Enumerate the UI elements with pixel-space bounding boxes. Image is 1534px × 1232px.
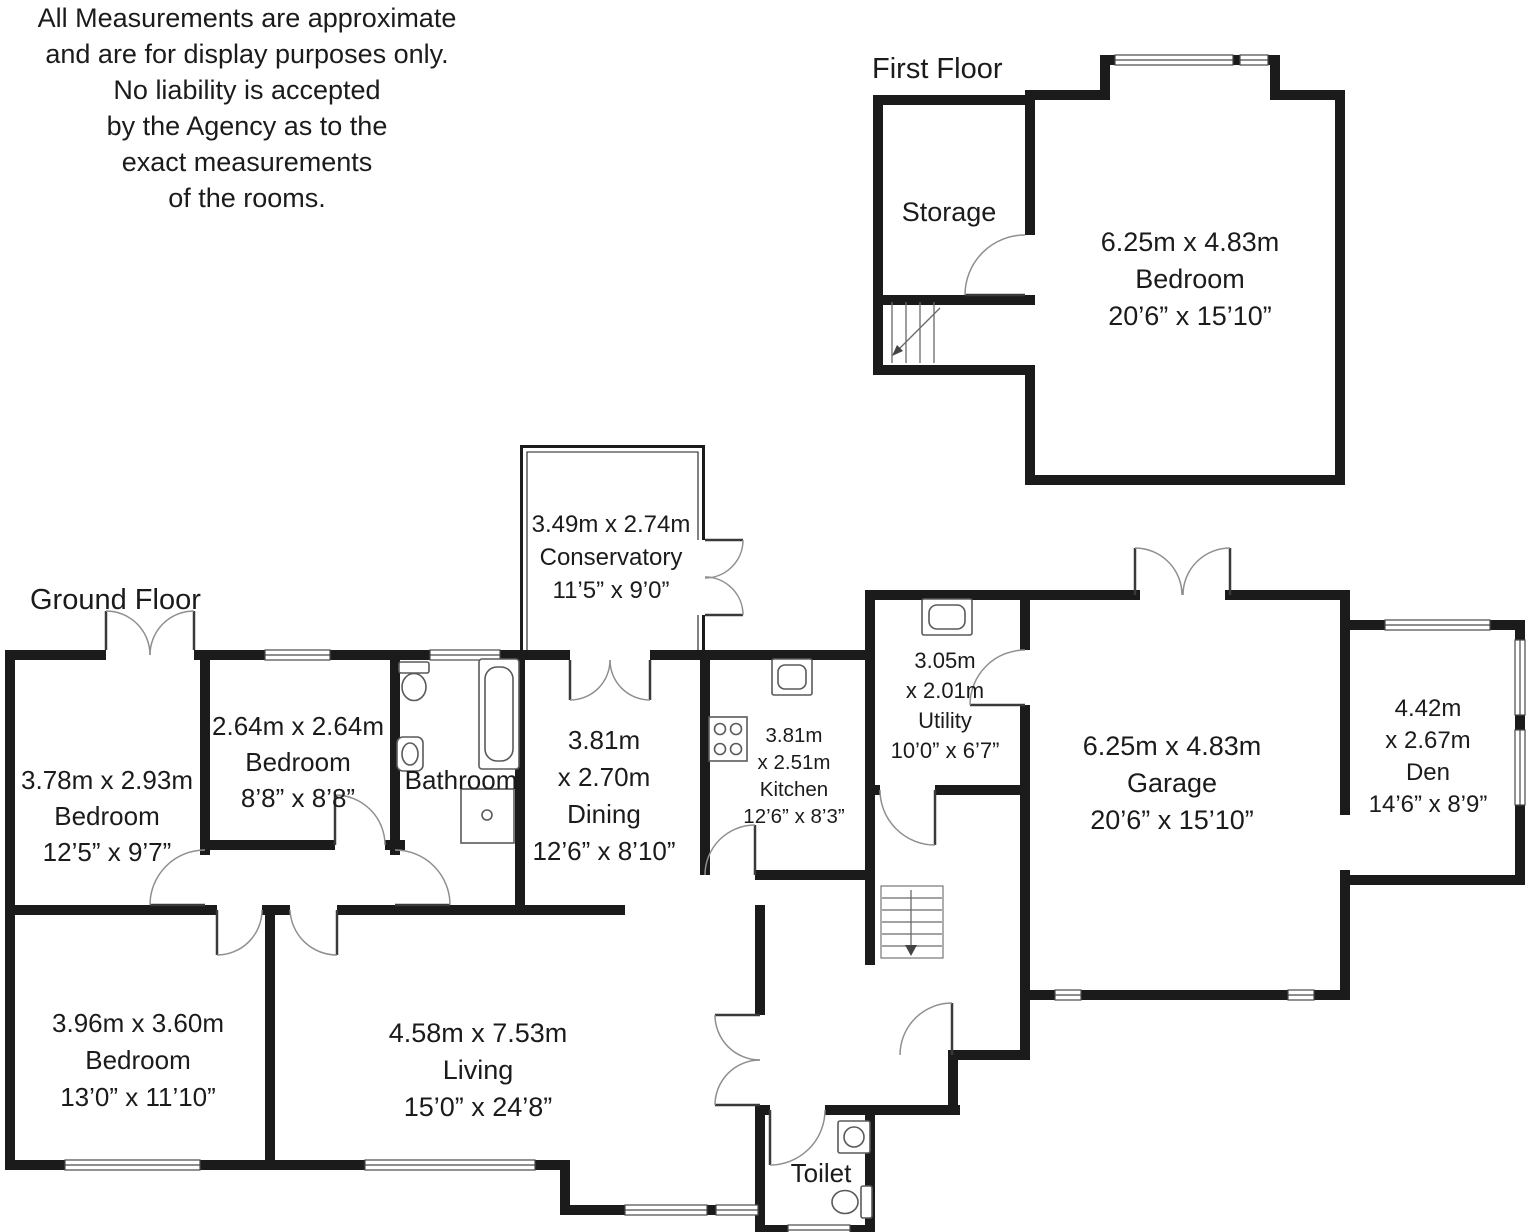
- fixtures: [396, 598, 973, 1219]
- window-ff-bedroom-b: [1239, 54, 1269, 66]
- stairs-first-floor-icon: [891, 302, 941, 363]
- room-label-bathroom: Bathroom: [404, 765, 518, 795]
- utility-sink-icon: [921, 598, 973, 636]
- conservatory-glazing: [520, 445, 705, 655]
- disclaimer-line: No liability is accepted: [113, 75, 381, 105]
- room-label-conservatory: 3.49m x 2.74m Conservatory 11’5” x 9’0”: [531, 511, 691, 604]
- shower-icon: [460, 788, 515, 844]
- door-bedroom-rear: [215, 909, 263, 956]
- garage-doors: [1133, 547, 1232, 596]
- room-label-utility: 3.05m x 2.01m Utility 10’0” x 6’7”: [890, 648, 1000, 763]
- door-bedroom-front: [149, 849, 206, 907]
- door-utility-hall: [879, 789, 937, 846]
- window-bedroom-middle: [264, 649, 331, 661]
- disclaimer-line: All Measurements are approximate: [37, 3, 457, 33]
- window-bathroom: [429, 649, 501, 661]
- door-utility-garage: [969, 649, 1026, 707]
- conservatory-doors: [704, 538, 744, 617]
- windows: [64, 54, 1526, 1232]
- door-kitchen: [704, 824, 757, 876]
- window-ff-bedroom-a: [1114, 54, 1234, 66]
- room-label-storage: Storage: [901, 197, 997, 227]
- ground-floor-label: Ground Floor: [30, 584, 201, 616]
- stove-icon: [708, 716, 748, 762]
- room-label-toilet: Toilet: [790, 1158, 852, 1188]
- disclaimer-line: of the rooms.: [168, 183, 326, 213]
- window-den-top: [1384, 619, 1491, 631]
- living-double-doors: [714, 1013, 761, 1107]
- window-toilet: [787, 1224, 851, 1232]
- toilet-room-wc-icon: [831, 1185, 873, 1219]
- room-label-garage: 6.25m x 4.83m Garage 20’6” x 15’10”: [1082, 731, 1262, 835]
- window-den-right-b: [1514, 729, 1526, 806]
- room-label-den: 4.42m x 2.67m Den 14’6” x 8’9”: [1368, 695, 1488, 818]
- kitchen-sink-icon: [771, 658, 813, 696]
- room-label-ff-bedroom: 6.25m x 4.83m Bedroom 20’6” x 15’10”: [1100, 227, 1280, 331]
- disclaimer-line: and are for display purposes only.: [45, 39, 449, 69]
- door-bedroom-middle: [333, 794, 386, 846]
- stairs-ground-floor-icon: [880, 885, 944, 959]
- window-garage-rear-a: [1054, 989, 1082, 1001]
- room-label-living: 4.58m x 7.53m Living 15’0” x 24’8”: [388, 1018, 568, 1122]
- room-label-dining: 3.81m x 2.70m Dining 12’6” x 8’10”: [532, 725, 676, 866]
- window-living-a: [364, 1159, 536, 1171]
- window-bedroom-rear: [64, 1159, 201, 1171]
- toilet-room-sink-icon: [837, 1120, 871, 1154]
- door-toilet: [768, 1109, 826, 1166]
- bathroom-sink-icon: [396, 736, 424, 772]
- room-label-bedroom-rear: 3.96m x 3.60m Bedroom 13’0” x 11’10”: [52, 1008, 224, 1112]
- door-rear-hall: [899, 1002, 954, 1056]
- window-garage-rear-b: [1287, 989, 1315, 1001]
- room-label-bedroom-front: 3.78m x 2.93m Bedroom 12’5” x 9’7”: [21, 765, 193, 867]
- bathroom-toilet-icon: [398, 661, 430, 702]
- french-doors-bedroom-front: [104, 610, 196, 656]
- conservatory-dining-doors: [568, 659, 652, 701]
- door-bathroom: [394, 849, 451, 907]
- first-floor-label: First Floor: [872, 53, 1003, 85]
- bathtub-icon: [478, 658, 520, 770]
- door-living-hall: [289, 909, 339, 956]
- window-den-right-a: [1514, 639, 1526, 716]
- ground-floor-walls: [5, 590, 1525, 1232]
- room-label-bedroom-middle: 2.64m x 2.64m Bedroom 8’8” x 8’8”: [212, 711, 384, 813]
- window-living-c: [715, 1204, 759, 1216]
- disclaimer-line: by the Agency as to the: [106, 111, 388, 141]
- disclaimer-text: All Measurements are approximate and are…: [38, 0, 457, 216]
- disclaimer-line: exact measurements: [121, 147, 373, 177]
- door-storage: [964, 234, 1026, 297]
- doors: [104, 234, 1232, 1166]
- room-label-kitchen: 3.81m x 2.51m Kitchen 12’6” x 8’3”: [743, 724, 845, 828]
- window-living-b: [624, 1204, 708, 1216]
